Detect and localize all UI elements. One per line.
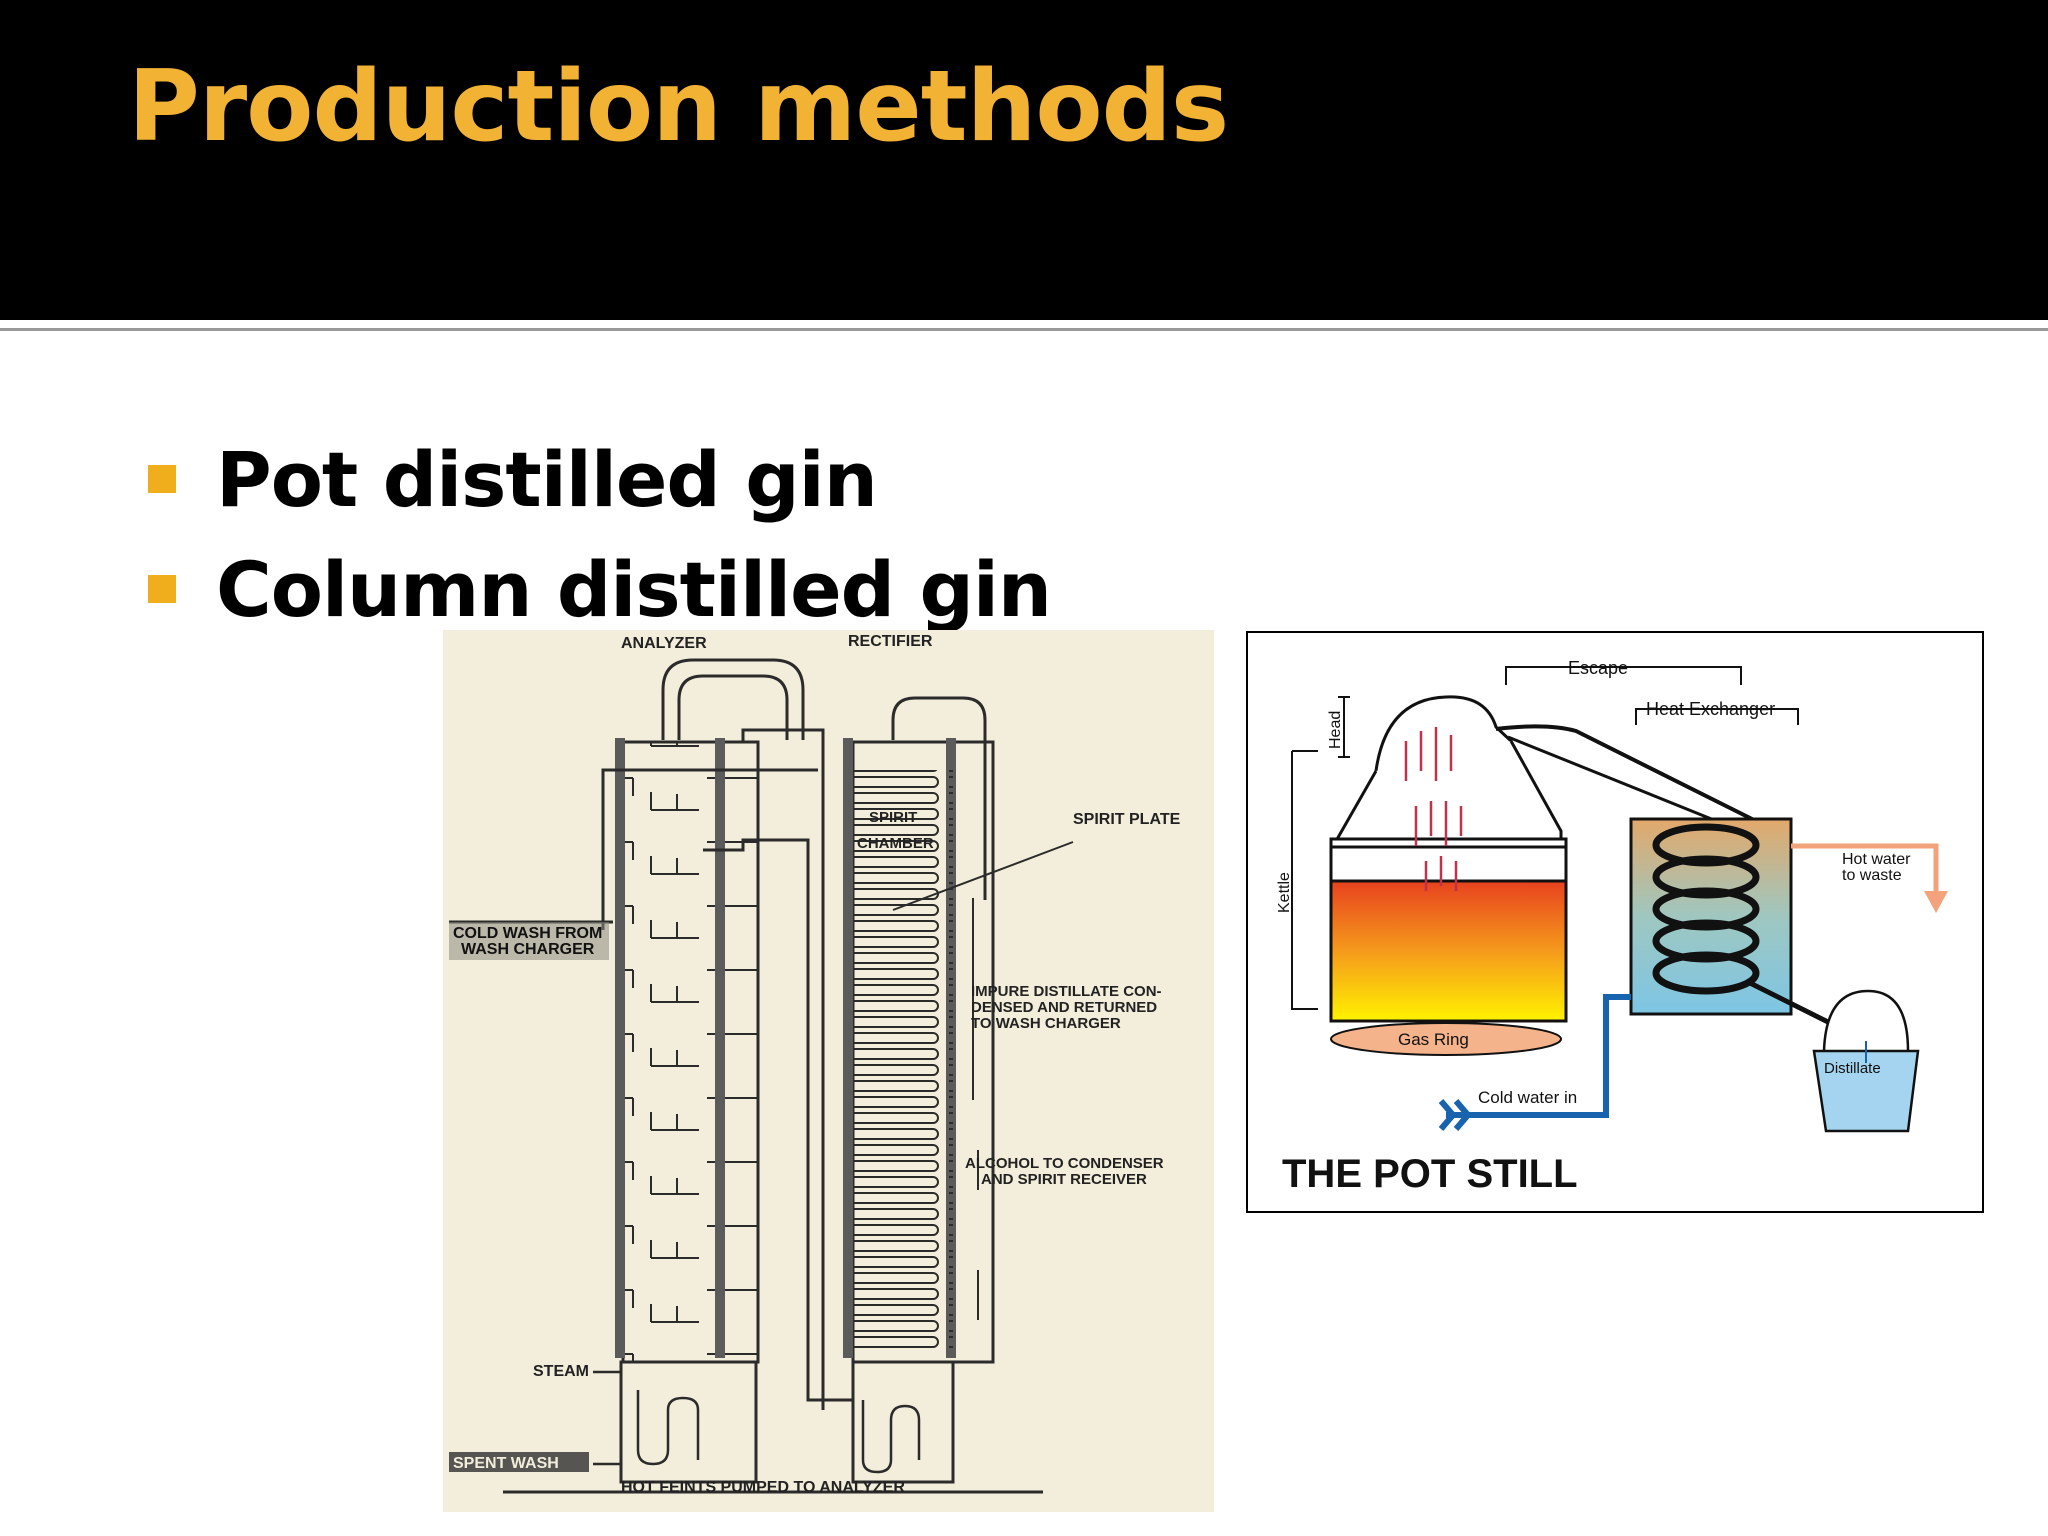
title-bar: Production methods <box>0 0 2048 320</box>
label-impure-2: DENSED AND RETURNED <box>971 999 1157 1016</box>
wash-pipe <box>601 768 818 930</box>
label-steam: STEAM <box>533 1363 589 1380</box>
hot-water-pipe <box>1791 843 1939 891</box>
label-head: Head <box>1327 711 1344 749</box>
feints-pipe <box>703 838 853 1402</box>
label-hot-feints: HOT FEINTS PUMPED TO ANALYZER <box>621 1479 905 1496</box>
escape-bracket <box>1505 666 1742 685</box>
label-gas-ring: Gas Ring <box>1398 1030 1469 1049</box>
heat-exchanger <box>1629 817 1868 1044</box>
kettle <box>1329 695 1568 1023</box>
distillate-beaker <box>1812 989 1920 1133</box>
label-kettle: Kettle <box>1276 872 1293 913</box>
square-bullet-icon <box>148 575 176 603</box>
head-bracket <box>1338 696 1350 758</box>
slide-title: Production methods <box>128 50 1229 164</box>
label-alcohol-1: ALCOHOL TO CONDENSER <box>965 1155 1164 1172</box>
label-escape: Escape <box>1568 658 1628 678</box>
title-divider-shadow <box>0 328 2048 331</box>
label-spirit-chamber-2: CHAMBER <box>857 835 934 852</box>
column-still-diagram: ANALYZER RECTIFIER SPIRIT CHAMBER SPIRIT… <box>443 630 1214 1512</box>
label-alcohol-2: AND SPIRIT RECEIVER <box>981 1171 1147 1188</box>
bullet-item: Pot distilled gin <box>146 425 1051 535</box>
label-hot-water-2: to waste <box>1842 867 1902 884</box>
label-heat-exchanger: Heat Exchanger <box>1646 699 1775 719</box>
pot-still-caption: THE POT STILL <box>1282 1152 1578 1196</box>
pot-still-diagram: Escape Heat Exchanger Head Kettle Hot wa… <box>1246 631 1984 1213</box>
label-distillate: Distillate <box>1824 1060 1881 1077</box>
label-spirit-chamber-1: SPIRIT <box>869 809 917 826</box>
label-spirit-plate: SPIRIT PLATE <box>1073 811 1181 828</box>
paper-background <box>443 630 1214 1512</box>
gas-ring <box>1330 1022 1562 1056</box>
spirit-plate-pointer <box>892 841 1074 911</box>
bullet-text: Pot distilled gin <box>216 435 878 524</box>
label-cold-wash-1: COLD WASH FROM <box>453 925 602 942</box>
hot-water-arrow-icon <box>1924 891 1948 913</box>
connecting-pipe <box>741 728 825 1410</box>
bullet-item: Column distilled gin <box>146 535 1052 645</box>
lyne-arm <box>1495 724 1777 833</box>
square-bullet-icon <box>148 465 176 493</box>
label-impure-3: TO WASH CHARGER <box>971 1015 1121 1032</box>
cold-wash-label-bg <box>449 922 609 960</box>
label-cold-water: Cold water in <box>1478 1088 1577 1107</box>
bullet-text: Column distilled gin <box>216 545 1052 634</box>
cold-water-arrow-icon <box>1438 1099 1472 1131</box>
heat-exchanger-bracket <box>1635 708 1799 725</box>
title-divider <box>0 320 2048 324</box>
label-impure-1: IMPURE DISTILLATE CON- <box>971 983 1162 1000</box>
label-spent-wash: SPENT WASH <box>453 1455 559 1472</box>
label-cold-wash-2: WASH CHARGER <box>461 941 595 958</box>
column-base <box>503 1360 1043 1494</box>
analyzer-column <box>615 658 805 1364</box>
label-analyzer: ANALYZER <box>621 635 707 652</box>
kettle-bracket <box>1291 750 1318 1010</box>
spent-wash-label-bg <box>449 1452 589 1472</box>
bullet-list: Pot distilled gin Column distilled gin <box>146 425 1052 645</box>
label-hot-water-1: Hot water <box>1842 851 1911 868</box>
label-rectifier: RECTIFIER <box>848 633 933 650</box>
cold-water-pipe <box>1446 994 1631 1118</box>
